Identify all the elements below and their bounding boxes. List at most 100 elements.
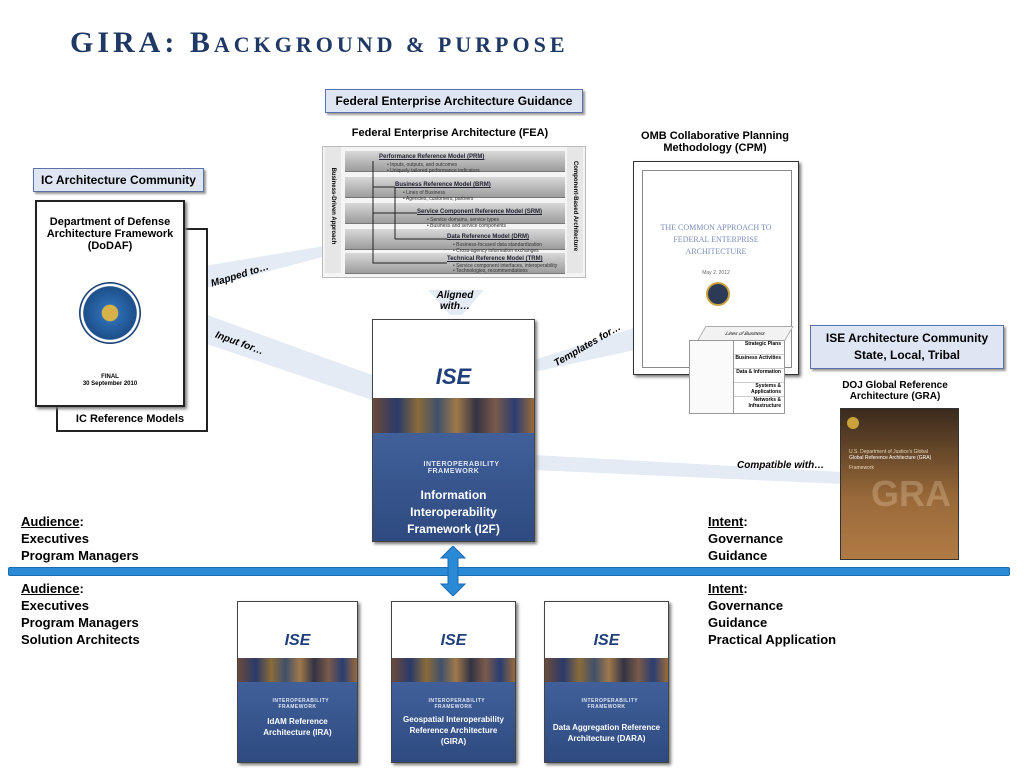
aligned-label: Aligned with… [436,290,474,312]
upper-audience: Audience: Executives Program Managers [21,514,139,563]
ise-logo: ISE [435,364,472,389]
dod-seal-icon [79,282,141,344]
i2f-photo-strip [373,398,534,433]
double-arrow-icon [440,546,466,596]
gra-cover-line: Global Reference Architecture (GRA) [849,455,932,461]
blue-panel: INTEROPERABILITY FRAMEWORK Data Aggregat… [545,682,668,762]
page-title: GIRA: BACKGROUND & PURPOSE [70,26,569,59]
divider-bar [8,567,1010,576]
i2f-blue-panel: INTEROPERABILITY FRAMEWORK Information I… [373,433,534,541]
beam-mapped [180,245,330,295]
ic-ref-models-label: IC Reference Models [75,413,185,425]
audience-line: Executives [21,531,89,546]
dara-title: Data Aggregation Reference Architecture … [552,723,661,743]
intent-line: Guidance [708,615,768,630]
fea-brm-item: • Agencies, customers, partners [403,196,474,202]
photo-strip [238,658,357,682]
i2f-framework-label: INTEROPERABILITY FRAMEWORK [423,461,500,475]
fea-diagram: Business-Driven Approach Component-Based… [322,146,586,278]
fea-drm: Data Reference Model (DRM) [447,234,530,240]
ira-document: ISE INTEROPERABILITY FRAMEWORK IdAM Refe… [237,601,358,763]
gra-document: U.S. Department of Justice's Global Glob… [840,408,959,560]
fea-band-srm [345,203,565,224]
blue-panel: INTEROPERABILITY FRAMEWORK IdAM Referenc… [238,682,357,762]
beam-compatible [534,455,843,484]
lower-intent: Intent: Governance Guidance Practical Ap… [708,581,837,647]
ise-community-line: State, Local, Tribal [853,348,961,362]
fea-drm-item: • Business-focused data standardization [453,242,543,248]
audience-heading: Audience [21,514,80,529]
fea-trm: Technical Reference Model (TRM) [447,256,543,262]
cpm-cube: Lines of Business Strategic Plans Busine… [689,326,794,414]
intent-heading: Intent [708,514,744,529]
fea-trm-item: • Service component interfaces, interope… [453,263,558,269]
audience-line: Program Managers [21,548,139,563]
dodaf-date: 30 September 2010 [82,381,138,387]
ise-logo: ISE [440,632,467,649]
photo-strip [545,658,668,682]
gra-cover-line: U.S. Department of Justice's Global [849,449,929,455]
fea-left-axis-bar: Business-Driven Approach [325,147,341,273]
lower-audience: Audience: Executives Program Managers So… [21,581,140,647]
compatible-label: Compatible with… [737,460,825,471]
dodaf-title: Department of Defense Architecture Frame… [46,216,174,252]
fea-connector-lines [372,161,447,264]
cpm-caption: OMB Collaborative Planning Methodology (… [641,130,789,154]
ic-architecture-label: IC Architecture Community [33,168,204,192]
audience-line: Executives [21,598,89,613]
framework-label: INTEROPERABILITY FRAMEWORK [581,698,639,710]
intent-line: Guidance [708,548,768,563]
framework-label: INTEROPERABILITY FRAMEWORK [272,698,330,710]
ise-community-line: ISE Architecture Community [825,331,989,345]
blue-panel: INTEROPERABILITY FRAMEWORK Geospatial In… [392,682,515,762]
cpm-doc-date: May 2, 2012 [702,270,730,276]
ise-community-label: ISE Architecture Community State, Local,… [810,325,1004,369]
beam-input [180,305,372,400]
i2f-document: ISE INTEROPERABILITY FRAMEWORK Informati… [372,319,535,542]
fea-brm: Business Reference Model (BRM) [395,182,491,188]
fea-prm-item: • Uniquely tailored performance indicato… [387,168,480,174]
fea-caption: Federal Enterprise Architecture (FEA) [351,127,549,139]
fea-guidance-label: Federal Enterprise Architecture Guidance [325,89,583,113]
fea-prm: Performance Reference Model (PRM) [379,154,485,160]
cube-row: Business Activities [734,355,784,369]
cube-row: Systems & Applications [734,383,784,397]
fea-prm-item: • Inputs, outputs, and outcomes [387,162,458,168]
cube-front-face: Strategic Plans Business Activities Data… [733,340,785,414]
i2f-title: Information Interoperability Framework (… [407,488,500,536]
fea-srm-item: • Service domains, service types [427,217,500,223]
cube-row: Strategic Plans [734,341,784,355]
beam-aligned [428,290,484,315]
audience-line: Program Managers [21,615,139,630]
fea-trm-item: • Technologies, recommendations [453,268,528,274]
audience-line: Solution Architects [21,632,140,647]
gira-document: ISE INTEROPERABILITY FRAMEWORK Geospatia… [391,601,516,763]
ise-logo: ISE [284,632,311,649]
fea-srm-item: • Business and service components [427,223,507,229]
presidential-seal-icon [706,282,730,306]
dodaf-final: FINAL [101,374,119,380]
gra-caption: DOJ Global Reference Architecture (GRA) [842,380,948,402]
audience-heading: Audience [21,581,80,596]
upper-intent: Intent: Governance Guidance [708,514,784,563]
fea-drm-item: • Cross-agency information exchanges [453,248,539,254]
fea-band-drm [345,229,565,250]
cube-left-face [689,340,735,414]
cpm-doc-title: THE COMMON APPROACH TO FEDERAL ENTERPRIS… [660,223,772,256]
ira-title: IdAM Reference Architecture (IRA) [263,717,332,737]
doj-seal-icon [847,417,859,429]
intent-line: Governance [708,531,784,546]
gra-watermark: GRA [871,473,951,514]
fea-srm: Service Component Reference Model (SRM) [417,209,543,215]
fea-right-axis-bar: Component-Based Architecture [567,147,583,273]
fea-brm-item: • Lines of Business [403,190,446,196]
intent-line: Governance [708,598,784,613]
gira-title: Geospatial Interoperability Reference Ar… [403,715,504,746]
framework-label: INTEROPERABILITY FRAMEWORK [428,698,486,710]
intent-heading: Intent [708,581,744,596]
fea-band-trm [345,253,565,274]
ise-logo: ISE [593,632,620,649]
intent-line: Practical Application [708,632,837,647]
gra-cover-line: Framework [849,465,875,471]
fea-band-brm [345,177,565,198]
